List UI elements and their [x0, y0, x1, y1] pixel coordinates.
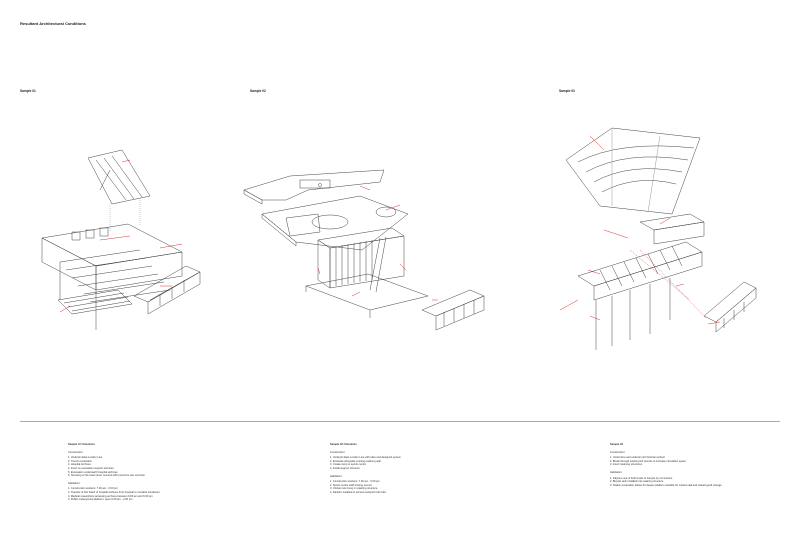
sample-03-heading: Sample 03: [559, 89, 575, 93]
habitation-label: Habitation:: [330, 474, 343, 478]
sample-02-axonometric: [243, 169, 485, 331]
construction-label: Construction:: [610, 450, 626, 454]
construction-label: Construction:: [330, 450, 346, 454]
list-item: 4. Install support structure: [330, 466, 360, 470]
list-item: 3. Create ramp to sports centre: [330, 463, 366, 467]
sample-02-heading: Sample 02: [250, 89, 266, 93]
list-item: 6. Terracing of the lower level, secured…: [68, 474, 145, 478]
list-item: 2. Transfer of first batch of hospital a…: [68, 490, 160, 494]
list-item: 3. Insert retaining structures: [610, 463, 643, 467]
habitation-label: Habitation:: [68, 481, 81, 485]
list-item: 2. Excavate alongside existing retaining…: [330, 459, 381, 463]
sample-03-axonometric: [565, 127, 757, 350]
list-item: 1. Underpin East London Line with piles …: [330, 456, 401, 460]
axonometric-drawings: [41, 127, 757, 350]
list-item: 4. Daniels' installed to access transpor…: [330, 490, 386, 494]
list-item: 1. Construction workers: 7.00 am - 6.00 …: [68, 487, 118, 491]
list-item: 4. Public underground platform: open 6.0…: [68, 498, 133, 502]
itinerary-sample-02: Sample 02: Itineraries Construction: 1. …: [330, 443, 510, 495]
list-item: 3. Station excavation allows for deeper …: [610, 483, 722, 487]
list-item: 1. Construction workers: 7.00 am - 6.00 …: [330, 480, 380, 484]
page-title: Resultant Architectural Conditions: [20, 21, 86, 26]
list-item: 2. Break through existing link tunnels t…: [610, 459, 686, 463]
list-item: 2. Trench excavation: [68, 459, 92, 463]
divider-rule: [20, 421, 780, 422]
list-item: 4. Insert re-excavation support structur…: [68, 466, 114, 470]
list-item: 3. Cricket nets hung in retaining struct…: [330, 487, 378, 491]
list-item: 1. Undermine and underpin old Victorian …: [610, 456, 665, 460]
sample-01-heading: Sample 01: [20, 89, 36, 93]
list-item: 2. Bicycle rack installed into retaining…: [610, 480, 664, 484]
list-item: 1. Daytime use of both levels of sample …: [610, 476, 673, 480]
list-item: 5. Excavation under/earth hospital archi…: [68, 470, 118, 474]
list-item: 3. Hospital Archives: [68, 463, 91, 467]
list-item: 1. Underpin East London Line: [68, 456, 103, 460]
list-item: 2. Sports centre staff arriving sooner: [330, 483, 372, 487]
itinerary-heading: Sample 01: Itineraries: [68, 443, 95, 446]
construction-label: Construction:: [68, 450, 84, 454]
itinerary-sample-01: Sample 01: Itineraries Construction: 1. …: [68, 443, 248, 502]
itinerary-heading: Sample 03: [610, 443, 623, 446]
itinerary-sample-03: Sample 03 Construction: 1. Undermine and…: [610, 443, 775, 487]
list-item: 3. Medical researchers accessing archive…: [68, 494, 153, 498]
habitation-label: Habitation:: [610, 470, 623, 474]
sample-01-axonometric: [41, 149, 201, 330]
itinerary-heading: Sample 02: Itineraries: [330, 443, 357, 446]
